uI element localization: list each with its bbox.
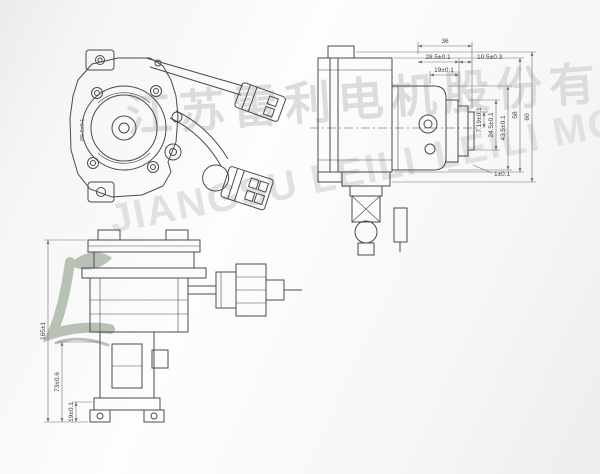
lower-connector — [202, 164, 274, 211]
upper-connector — [234, 82, 286, 122]
dim-label-24-5: 24.5±0.1 — [488, 112, 495, 138]
dim-label-165: 165±1 — [40, 322, 47, 340]
leili-logo-watermark — [38, 248, 130, 357]
dim-label-1: 1±0.1 — [494, 171, 511, 178]
dim-label-58: 58 — [512, 111, 519, 119]
bottom-view-connector — [188, 263, 302, 317]
dim-label-7-19: 7.19±0.1 — [476, 107, 483, 133]
front-view-drawing: Ø5.5±0.1 — [69, 49, 286, 211]
front-view-diameter-label: Ø5.5±0.1 — [80, 119, 86, 142]
bottom-view-dimensions: 165±1 73±0.6 19±0.1 — [40, 239, 98, 423]
dim-label-36: 36 — [441, 38, 449, 45]
dim-label-28-5: 28.5±0.1 — [425, 54, 451, 61]
dim-label-73: 73±0.6 — [54, 372, 61, 392]
side-view-dimensions: 36 28.5±0.1 10.5±0.3 19±0.1 7.19±0.1 24.… — [356, 38, 536, 183]
dim-label-19: 19±0.1 — [434, 67, 454, 74]
dim-label-60: 60 — [524, 113, 531, 121]
leaf-l-logo-icon — [42, 252, 115, 347]
side-view-drawing — [310, 45, 478, 256]
dim-label-43-5: 43.5±0.1 — [500, 115, 507, 141]
bottom-view-drawing — [81, 229, 302, 423]
dim-label-10-5: 10.5±0.3 — [477, 54, 503, 61]
dim-label-19-bottom: 19±0.1 — [68, 402, 75, 422]
